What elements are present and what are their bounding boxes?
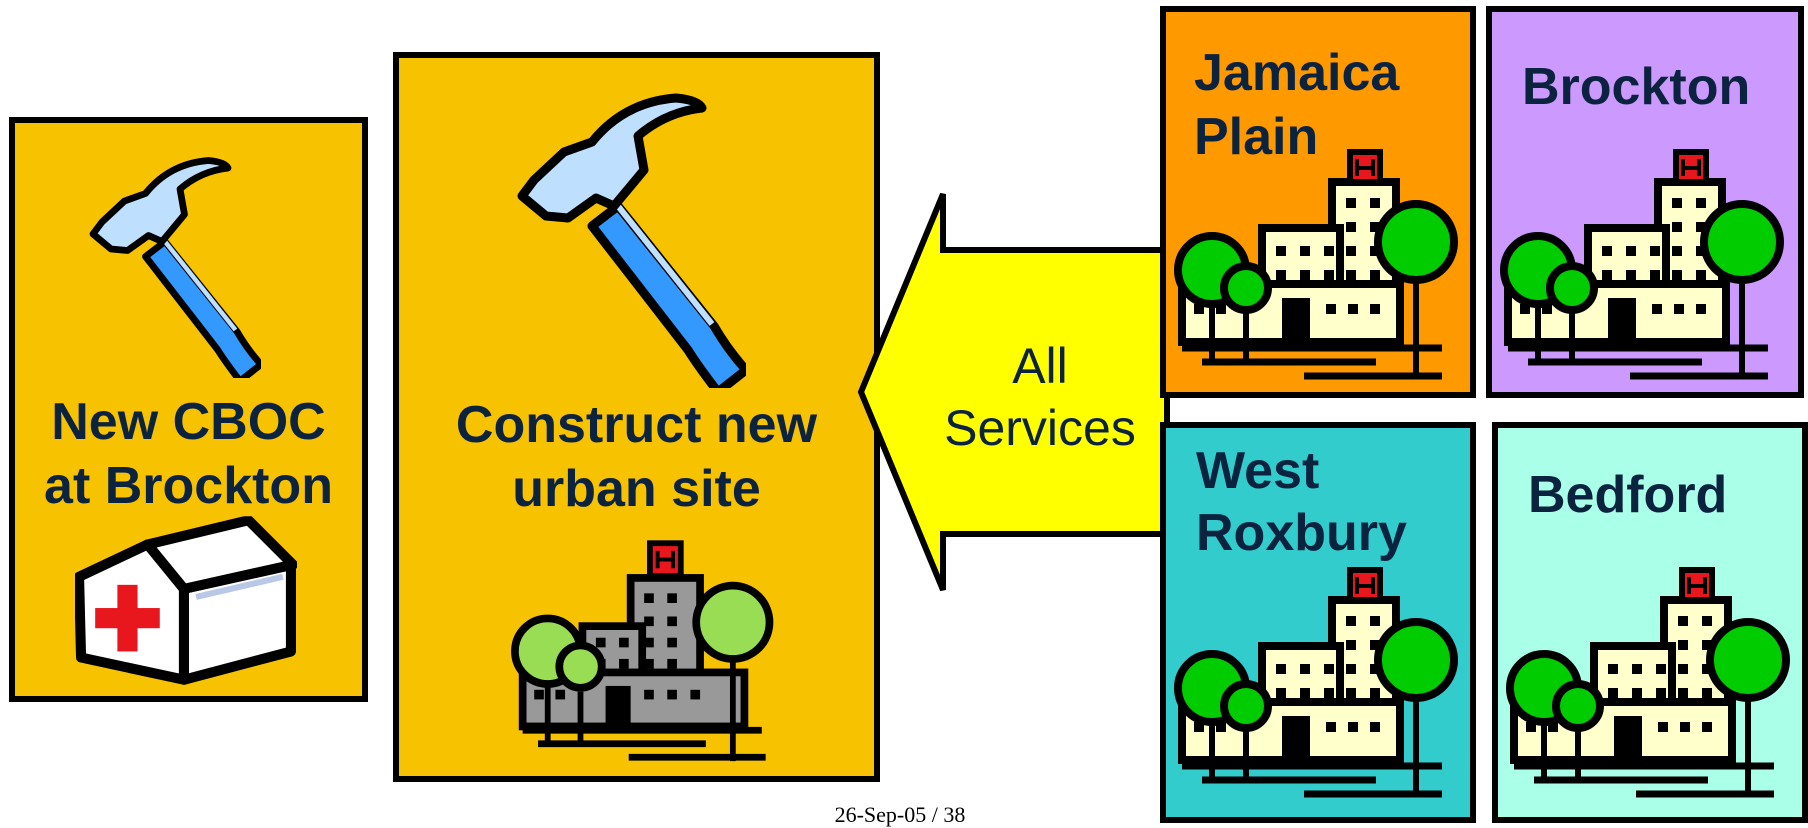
all-services-arrow (857, 192, 1170, 592)
site-west-roxbury: West Roxbury (1160, 422, 1476, 823)
slide-footer: 26-Sep-05 / 38 (834, 802, 966, 827)
site-name-line1: Jamaica (1194, 44, 1400, 102)
site-bedford: Bedford (1492, 422, 1808, 823)
hospital-building-icon (1174, 149, 1458, 380)
site-name-line2: Roxbury (1196, 504, 1407, 562)
hammer-icon (81, 153, 261, 378)
construct-urban-site-panel: Construct new urban site (393, 52, 880, 782)
site-name-line1: Brockton (1522, 58, 1751, 116)
hammer-icon (506, 88, 746, 388)
new-cboc-label-line2: at Brockton (44, 457, 333, 515)
hospital-building-icon (1174, 567, 1458, 798)
construct-label-line2: urban site (512, 460, 761, 518)
clinic-house-icon (75, 516, 297, 688)
all-services-label: All Services (920, 335, 1160, 459)
new-cboc-label-line1: New CBOC (51, 393, 326, 451)
construct-label-line1: Construct new (455, 396, 818, 454)
site-brockton: Brockton (1486, 6, 1804, 398)
hospital-building-icon (1500, 149, 1784, 380)
site-name-line1: Bedford (1528, 466, 1728, 524)
site-jamaica-plain: Jamaica Plain (1160, 6, 1476, 398)
site-name-line2: Plain (1194, 108, 1319, 166)
hospital-building-icon (511, 540, 774, 762)
new-cboc-panel: New CBOC at Brockton (9, 117, 368, 702)
all-services-line1: All (1012, 338, 1068, 394)
hospital-building-icon (1506, 567, 1790, 798)
site-name-line1: West (1196, 442, 1320, 500)
all-services-line2: Services (944, 400, 1136, 456)
